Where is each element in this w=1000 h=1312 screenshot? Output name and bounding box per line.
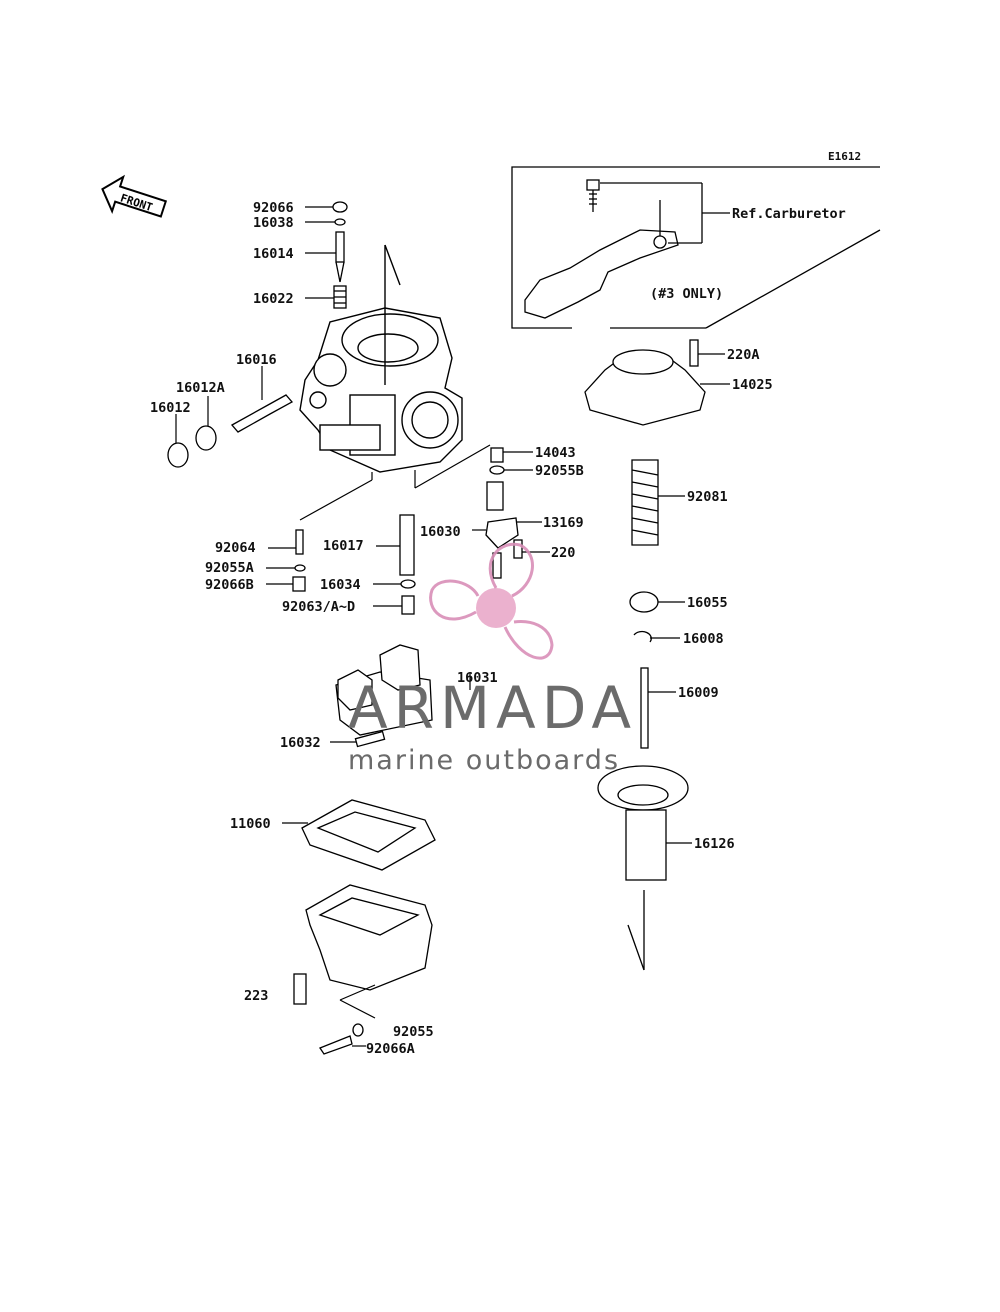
ref-carburetor-box: [511, 166, 881, 329]
part-label-92055: 92055: [393, 1024, 434, 1040]
leaders-right: [648, 383, 730, 844]
part-label-92055A: 92055A: [205, 560, 254, 576]
part-label-14043: 14043: [535, 445, 576, 461]
part-label-92063: 92063/A~D: [282, 599, 355, 615]
part-label-92066A: 92066A: [366, 1041, 415, 1057]
part-label-16034: 16034: [320, 577, 361, 593]
part-label-92081: 92081: [687, 489, 728, 505]
part-label-16055: 16055: [687, 595, 728, 611]
part-label-16126: 16126: [694, 836, 735, 852]
ref-note-label: (#3 ONLY): [650, 286, 723, 302]
part-label-16009: 16009: [678, 685, 719, 701]
part-label-16012A: 16012A: [176, 380, 225, 396]
part-label-92055B: 92055B: [535, 463, 584, 479]
part-icons-lower: [293, 644, 436, 1055]
armada-logo-icon: [429, 542, 554, 660]
part-label-16022: 16022: [253, 291, 294, 307]
part-label-16012: 16012: [150, 400, 191, 416]
diagram-code: E1612: [828, 150, 861, 163]
part-label-16032: 16032: [280, 735, 321, 751]
part-label-92066: 92066: [253, 200, 294, 216]
part-label-16030: 16030: [420, 524, 461, 540]
part-label-92066B: 92066B: [205, 577, 254, 593]
part-label-220: 220: [551, 545, 575, 561]
leaders-lower: [282, 672, 471, 1047]
part-label-14025: 14025: [732, 377, 773, 393]
front-arrow-icon: FRONT: [101, 174, 168, 218]
part-label-16031: 16031: [457, 670, 498, 686]
part-label-220A: 220A: [727, 347, 760, 363]
part-label-11060: 11060: [230, 816, 271, 832]
body-leaders: [299, 444, 491, 521]
part-label-223: 223: [244, 988, 268, 1004]
ref-carburetor-label: Ref.Carburetor: [732, 206, 846, 222]
watermark-tagline: marine outboards: [348, 745, 620, 776]
leaders-left: [175, 206, 402, 607]
part-icons-right: [584, 349, 706, 971]
part-label-16008: 16008: [683, 631, 724, 647]
carburetor-body: [299, 244, 463, 473]
part-icons-left: [167, 201, 416, 615]
part-label-16017: 16017: [323, 538, 364, 554]
watermark-brand: ARMADA: [348, 674, 637, 742]
part-label-16038: 16038: [253, 215, 294, 231]
part-label-16014: 16014: [253, 246, 294, 262]
part-label-13169: 13169: [543, 515, 584, 531]
part-label-16016: 16016: [236, 352, 277, 368]
part-label-92064: 92064: [215, 540, 256, 556]
